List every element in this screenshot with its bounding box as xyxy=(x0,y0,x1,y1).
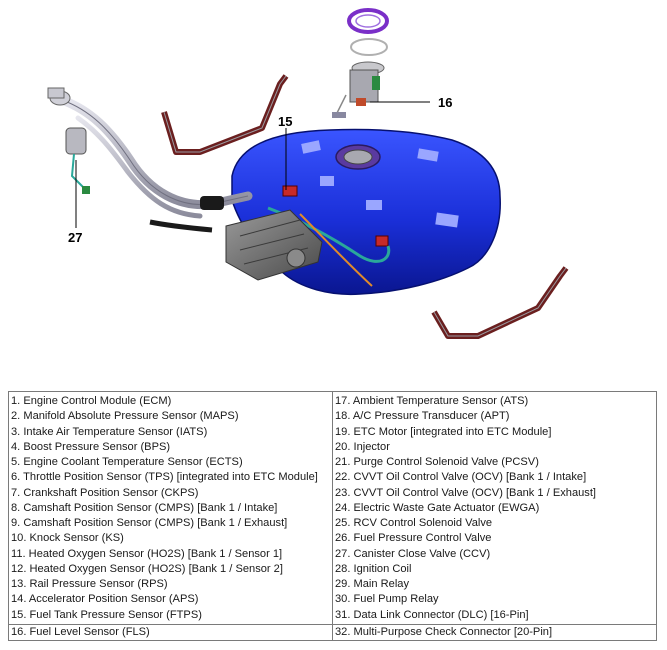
legend-item: 12. Heated Oxygen Sensor (HO2S) [Bank 1 … xyxy=(11,562,283,575)
legend-item: 17. Ambient Temperature Sensor (ATS) xyxy=(335,395,529,407)
legend-item: 20. Injector xyxy=(335,440,390,453)
legend-column-right: 17. Ambient Temperature Sensor (ATS) 18. … xyxy=(333,392,656,640)
legend-column-left: 1. Engine Control Module (ECM) 2. Manifol… xyxy=(9,392,333,640)
legend-item: 32. Multi-Purpose Check Connector [20-Pi… xyxy=(333,623,656,640)
legend-item: 31. Data Link Connector (DLC) [16-Pin] xyxy=(335,608,529,621)
wire-orange xyxy=(299,213,373,287)
legend-item: 26. Fuel Pressure Control Valve xyxy=(335,532,492,545)
legend-item: 18. A/C Pressure Transducer (APT) xyxy=(335,410,510,423)
legend-item: 6. Throttle Position Sensor (TPS) [integ… xyxy=(11,471,318,484)
legend-item: 24. Electric Waste Gate Actuator (EWGA) xyxy=(335,501,540,514)
legend-item: 10. Knock Sensor (KS) xyxy=(11,532,124,545)
legend-item: 16. Fuel Level Sensor (FLS) xyxy=(9,623,332,640)
component-legend-table: 1. Engine Control Module (ECM) 2. Manifol… xyxy=(8,391,657,641)
fuel-pump-module xyxy=(332,61,385,118)
legend-item: 4. Boost Pressure Sensor (BPS) xyxy=(11,440,171,453)
legend-item: 5. Engine Coolant Temperature Sensor (EC… xyxy=(11,456,243,468)
carbon-canister xyxy=(225,209,323,281)
legend-item: 22. CVVT Oil Control Valve (OCV) [Bank 1… xyxy=(335,471,587,484)
callout-27: 27 xyxy=(68,230,82,245)
legend-item: 21. Purge Control Solenoid Valve (PCSV) xyxy=(335,456,539,468)
legend-item: 2. Manifold Absolute Pressure Sensor (MA… xyxy=(11,410,239,423)
legend-item: 25. RCV Control Solenoid Valve xyxy=(335,517,493,529)
legend-item: 13. Rail Pressure Sensor (RPS) xyxy=(11,578,168,590)
legend-item: 3. Intake Air Temperature Sensor (IATS) xyxy=(11,425,208,438)
lock-ring xyxy=(347,8,389,34)
legend-item: 29. Main Relay xyxy=(335,578,409,590)
legend-item: 14. Accelerator Position Sensor (APS) xyxy=(11,593,199,606)
legend-item: 8. Camshaft Position Sensor (CMPS) [Bank… xyxy=(11,501,278,514)
filler-neck xyxy=(47,87,253,233)
callout-15: 15 xyxy=(278,114,292,129)
callout-16: 16 xyxy=(438,95,452,110)
legend-item: 7. Crankshaft Position Sensor (CKPS) xyxy=(11,486,199,499)
legend-item: 15. Fuel Tank Pressure Sensor (FTPS) xyxy=(11,608,202,621)
legend-item: 27. Canister Close Valve (CCV) xyxy=(335,547,491,560)
legend-item: 23. CVVT Oil Control Valve (OCV) [Bank 1… xyxy=(335,486,597,499)
canister-close-valve xyxy=(65,127,90,194)
legend-item: 19. ETC Motor [integrated into ETC Modul… xyxy=(335,425,552,438)
legend-item: 28. Ignition Coil xyxy=(335,562,412,575)
gasket-ring xyxy=(350,38,388,56)
legend-item: 9. Camshaft Position Sensor (CMPS) [Bank… xyxy=(11,517,288,529)
legend-item: 11. Heated Oxygen Sensor (HO2S) [Bank 1 … xyxy=(11,547,283,560)
fuel-system-diagram: 15 16 27 xyxy=(47,8,569,339)
legend-item: 1. Engine Control Module (ECM) xyxy=(11,395,172,407)
legend-item: 30. Fuel Pump Relay xyxy=(335,593,439,606)
